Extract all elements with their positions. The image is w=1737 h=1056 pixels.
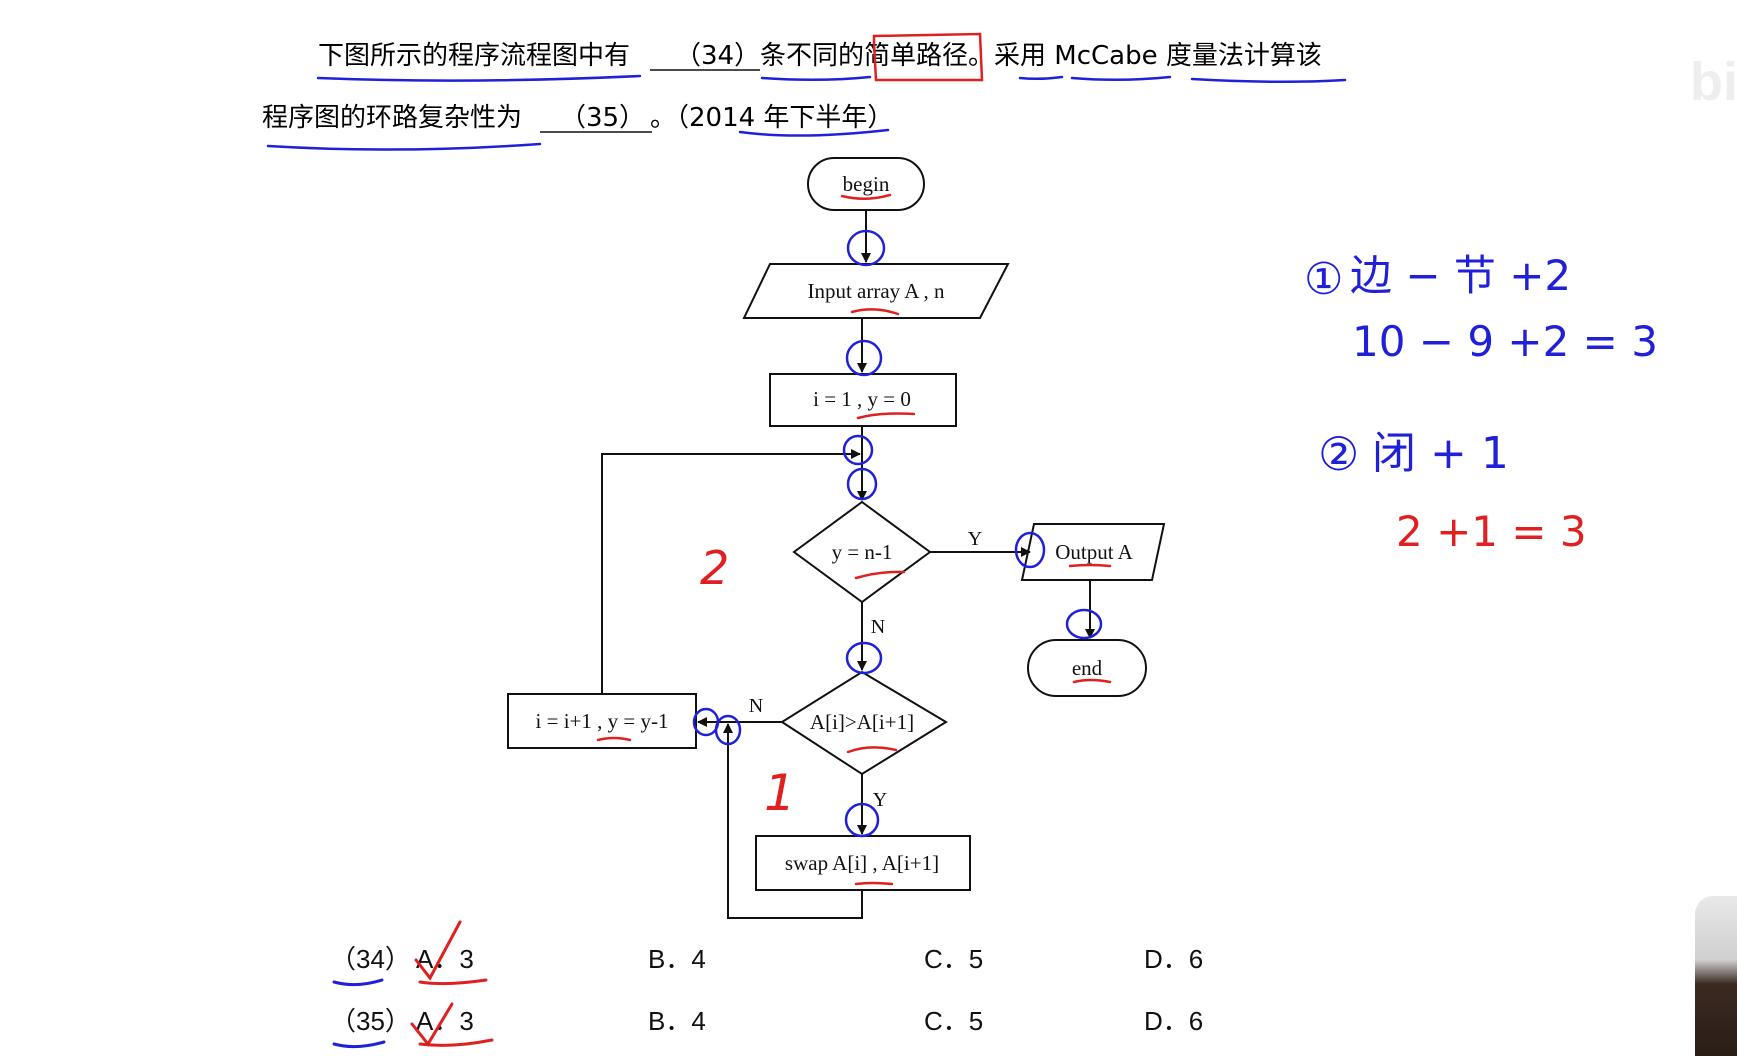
option-34-b: B．4: [648, 944, 706, 974]
blank-34: （34）: [675, 41, 760, 71]
begin-label: begin: [843, 172, 890, 196]
output-label: Output A: [1055, 540, 1133, 564]
decision1-yes-label: Y: [968, 528, 982, 550]
edge-swap-increment: [723, 723, 863, 919]
note1-calculation: 10 − 9 +2 = 3: [1352, 317, 1658, 366]
decision2-label: A[i]>A[i+1]: [810, 710, 914, 734]
option-35-b: B．4: [648, 1006, 706, 1036]
option-35-d: D．6: [1144, 1006, 1203, 1036]
swap-label: swap A[i] , A[i+1]: [785, 851, 939, 875]
decision1-no-label: N: [871, 616, 885, 638]
option-row-35-num: （35）: [330, 1006, 411, 1036]
answer-options: （34） A．3 B．4 C．5 D．6 （35） A．3 B．4 C．5 D．…: [330, 944, 1203, 1036]
region-labels: 2 1: [700, 541, 796, 822]
region-label-2: 2: [700, 541, 729, 595]
red-pen-marks: [596, 193, 1112, 886]
note2-number: ②: [1318, 427, 1359, 481]
decision2-yes-label: Y: [873, 789, 887, 811]
handwritten-notes: ① 边 − 节 +2 10 − 9 +2 = 3 ② 闭 + 1 2 +1 = …: [1304, 251, 1658, 556]
option-35-c: C．5: [924, 1006, 983, 1036]
question-text: 下图所示的程序流程图中有 （34） 条不同的简单路径。采用 McCabe 度量法…: [262, 41, 1322, 133]
init-label: i = 1 , y = 0: [813, 387, 911, 411]
note2-formula: 闭 + 1: [1372, 428, 1509, 479]
option-34-d: D．6: [1144, 944, 1203, 974]
option-pen-marks: [332, 920, 494, 1049]
note2-calculation: 2 +1 = 3: [1396, 507, 1587, 556]
blank-35: （35）: [560, 103, 645, 133]
watermark-logo: bi: [1690, 52, 1737, 112]
question-line1-part1: 下图所示的程序流程图中有: [318, 41, 630, 71]
option-row-34-num: （34）: [330, 944, 411, 974]
option-34-c: C．5: [924, 944, 983, 974]
presenter-video-thumbnail: [1695, 896, 1737, 1056]
question-line2-part2: 。（2014 年下半年）: [650, 103, 893, 133]
note1-number: ①: [1304, 254, 1343, 305]
option-35-a: A．3: [416, 1006, 474, 1036]
flowchart-labels: begin Input array A , n i = 1 , y = 0 y …: [536, 172, 1134, 875]
flowchart: [507, 157, 1166, 919]
edge-increment-loop: [601, 449, 861, 694]
question-line2-part1: 程序图的环路复杂性为: [262, 103, 522, 133]
checkmark-34: [414, 920, 462, 981]
question-line1-part2: 条不同的简单路径。采用 McCabe 度量法计算该: [760, 41, 1322, 71]
note1-formula: 边 − 节 +2: [1350, 251, 1571, 300]
input-label: Input array A , n: [807, 279, 945, 303]
region-label-1: 1: [764, 764, 796, 822]
input-parallelogram: [742, 263, 1010, 319]
decision1-label: y = n-1: [832, 540, 893, 564]
decision2-no-label: N: [749, 695, 763, 717]
red-box-highlight: [872, 32, 984, 82]
blue-pen-underlines: [266, 74, 1347, 151]
output-parallelogram: [1020, 523, 1166, 581]
increment-label: i = i+1 , y = y-1: [536, 709, 669, 733]
end-label: end: [1072, 656, 1103, 680]
blue-pen-node-marks: [692, 229, 1103, 838]
end-terminal: [1027, 639, 1147, 697]
